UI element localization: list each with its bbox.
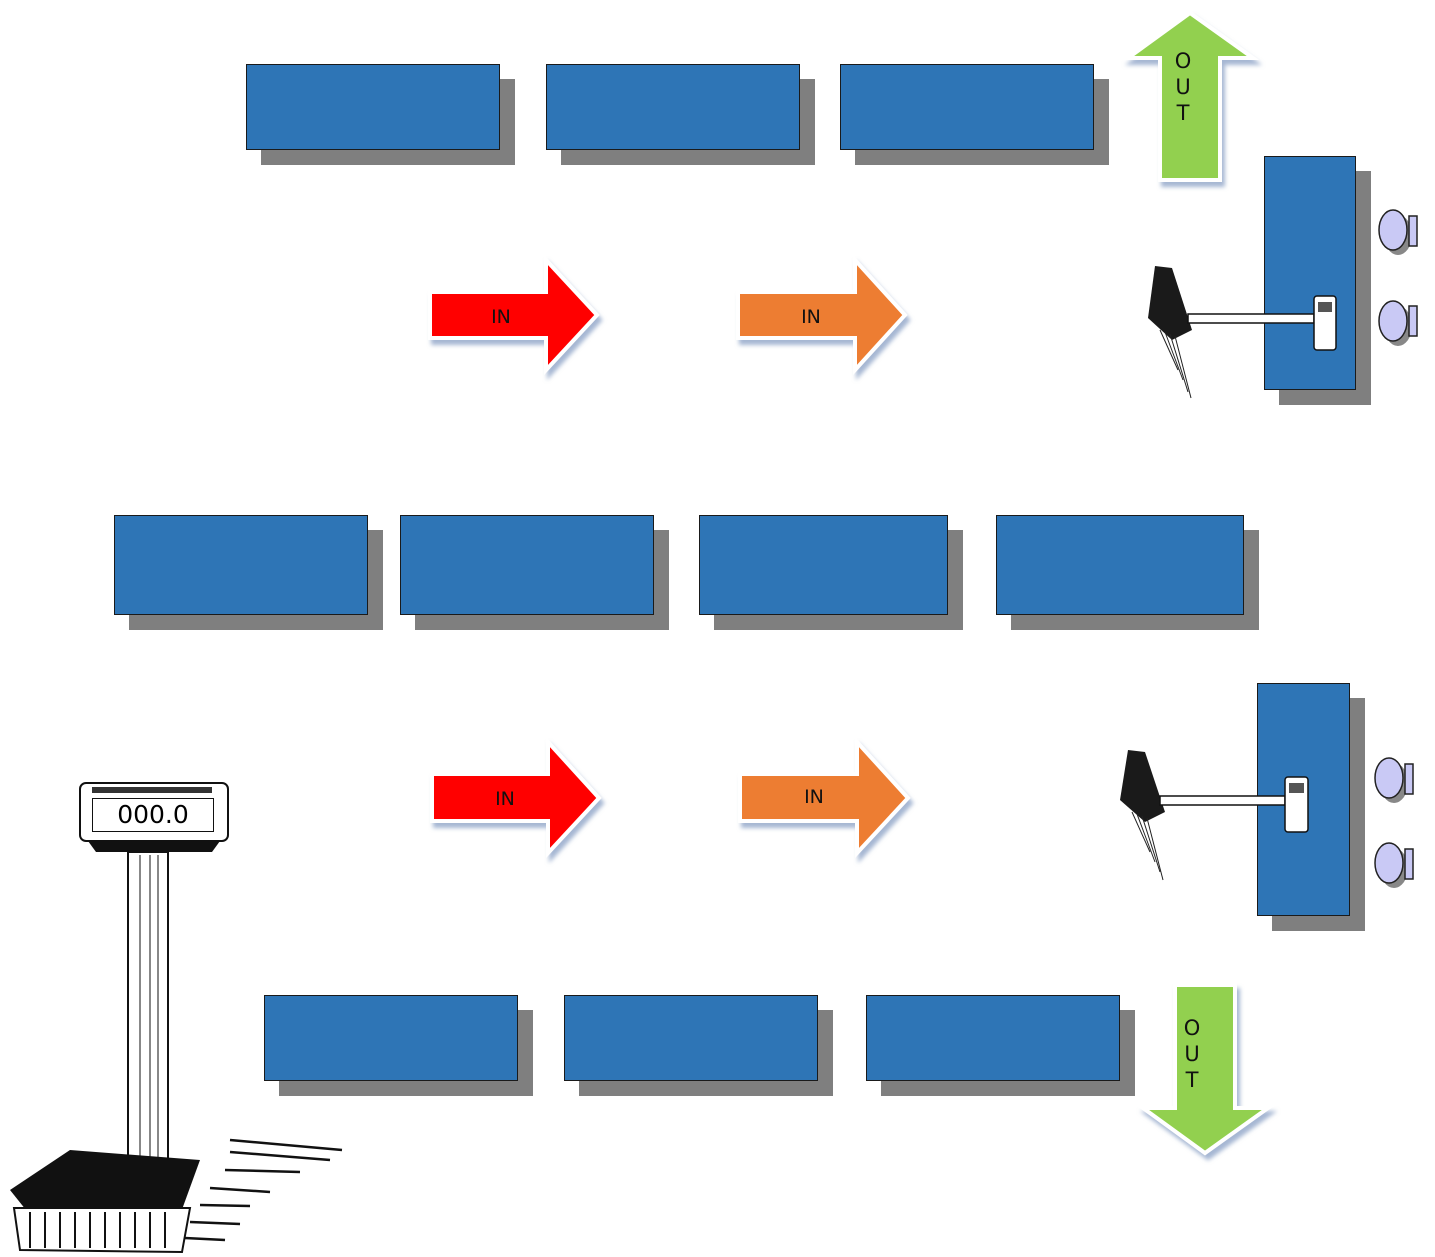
bottom-row-box-3 bbox=[866, 995, 1120, 1081]
top-in-arrow-red-label: IN bbox=[491, 306, 511, 328]
top-out-arrow-label: O U T bbox=[1173, 48, 1193, 126]
top-stool-icon-1 bbox=[1378, 209, 1418, 255]
bottom-stool-icon-1 bbox=[1374, 757, 1414, 803]
top-row-box-1 bbox=[246, 64, 500, 150]
bottom-in-arrow-red bbox=[430, 736, 602, 859]
top-out-letter-o: O bbox=[1174, 49, 1192, 73]
top-out-letter-t: T bbox=[1176, 101, 1190, 125]
scale-readout: 000.0 bbox=[92, 798, 214, 832]
bottom-out-letter-o: O bbox=[1183, 1016, 1201, 1040]
bottom-stool-icon-2 bbox=[1374, 842, 1414, 888]
top-out-arrow-up bbox=[1121, 10, 1260, 182]
top-handheld-device-icon bbox=[1313, 295, 1337, 351]
bottom-row-box-1 bbox=[264, 995, 518, 1081]
top-stool-icon-2 bbox=[1378, 300, 1418, 346]
middle-row-box-3 bbox=[699, 515, 948, 615]
bottom-out-letter-t: T bbox=[1185, 1068, 1199, 1092]
bottom-in-arrow-orange-label: IN bbox=[804, 786, 824, 808]
top-row-box-3 bbox=[840, 64, 1094, 150]
bottom-out-letter-u: U bbox=[1184, 1042, 1200, 1066]
middle-row-box-1 bbox=[114, 515, 368, 615]
bottom-out-arrow-down bbox=[1136, 983, 1275, 1156]
bottom-handheld-device-icon bbox=[1284, 776, 1309, 833]
top-workstation-desk bbox=[1264, 156, 1356, 390]
bottom-row-box-2 bbox=[564, 995, 818, 1081]
bottom-barcode-scanner-icon bbox=[1120, 750, 1286, 881]
top-in-arrow-orange-label: IN bbox=[801, 306, 821, 328]
top-in-arrow-orange bbox=[736, 254, 908, 376]
middle-row-box-2 bbox=[400, 515, 654, 615]
bottom-in-arrow-red-label: IN bbox=[495, 788, 515, 810]
top-barcode-scanner-icon bbox=[1148, 266, 1315, 399]
weighing-scale-icon bbox=[10, 782, 343, 1254]
top-out-letter-u: U bbox=[1175, 75, 1191, 99]
bottom-in-arrow-orange bbox=[738, 736, 911, 859]
top-in-arrow-red bbox=[428, 254, 600, 376]
middle-row-box-4 bbox=[996, 515, 1244, 615]
top-row-box-2 bbox=[546, 64, 800, 150]
bottom-out-arrow-label: O U T bbox=[1182, 1015, 1202, 1093]
